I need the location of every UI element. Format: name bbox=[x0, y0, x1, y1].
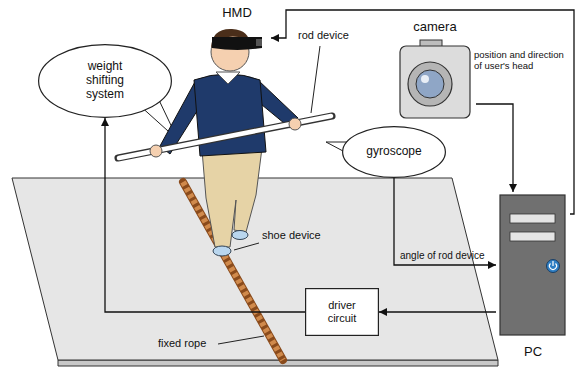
edge-label: position and direction of user's head bbox=[474, 50, 570, 72]
text-holder: PC bbox=[496, 345, 570, 360]
text-holder: gyroscope bbox=[366, 145, 421, 159]
trousers bbox=[202, 148, 262, 247]
node-text: weight shifting system bbox=[72, 60, 139, 101]
callout-ellipse: weight shifting system bbox=[38, 44, 172, 118]
signal-arrow bbox=[394, 178, 496, 265]
callout-ellipse-shape bbox=[343, 127, 446, 178]
device-label: PC bbox=[496, 192, 570, 360]
hmd-lens bbox=[256, 39, 262, 46]
signal-arrow bbox=[271, 10, 574, 214]
node-text: PC bbox=[496, 345, 570, 360]
floor bbox=[12, 178, 498, 360]
signal-arrow bbox=[476, 104, 513, 192]
leader-line bbox=[234, 243, 259, 250]
device-label: HMD bbox=[203, 4, 271, 50]
camera-glass bbox=[416, 70, 444, 98]
lens-glint bbox=[421, 75, 429, 83]
collar bbox=[216, 72, 240, 84]
leader-line bbox=[311, 46, 320, 113]
signal-arrow bbox=[379, 311, 496, 312]
pc-tower bbox=[500, 195, 565, 335]
callout-ellipse-shape bbox=[39, 45, 172, 118]
process-box: driver circuit bbox=[305, 288, 379, 336]
part-label: shoe device bbox=[262, 229, 321, 242]
signal-arrow bbox=[105, 118, 305, 312]
callout-ellipse: gyroscope bbox=[342, 126, 446, 178]
camera-body bbox=[400, 46, 470, 118]
shoe-device bbox=[232, 231, 248, 240]
text-holder: driver circuit bbox=[324, 299, 361, 324]
hand bbox=[150, 145, 162, 157]
shoe-device bbox=[213, 246, 231, 256]
drive-bay bbox=[510, 232, 555, 241]
hand bbox=[289, 118, 301, 130]
camera-lens bbox=[408, 62, 452, 106]
rod-device bbox=[119, 116, 331, 158]
power-icon bbox=[550, 261, 557, 269]
device-label: camera bbox=[394, 18, 476, 122]
edge-label: angle of rod device bbox=[400, 250, 496, 262]
box-shape bbox=[306, 289, 379, 336]
text-holder: HMD bbox=[203, 6, 271, 21]
part-label: rod device bbox=[298, 29, 349, 42]
leader-line bbox=[218, 336, 264, 344]
node-text: driver circuit bbox=[324, 299, 361, 324]
part-label: fixed rope bbox=[158, 337, 206, 350]
hmd-headset bbox=[212, 37, 262, 50]
floor-edge bbox=[58, 360, 498, 366]
drive-bay bbox=[510, 214, 555, 223]
node-text: HMD bbox=[203, 6, 271, 21]
node-text: gyroscope bbox=[366, 145, 421, 159]
rod-device bbox=[118, 116, 332, 158]
power-button bbox=[547, 260, 560, 273]
text-holder: weight shifting system bbox=[72, 60, 139, 101]
node-text: camera bbox=[394, 20, 476, 35]
text-holder: camera bbox=[394, 20, 476, 35]
